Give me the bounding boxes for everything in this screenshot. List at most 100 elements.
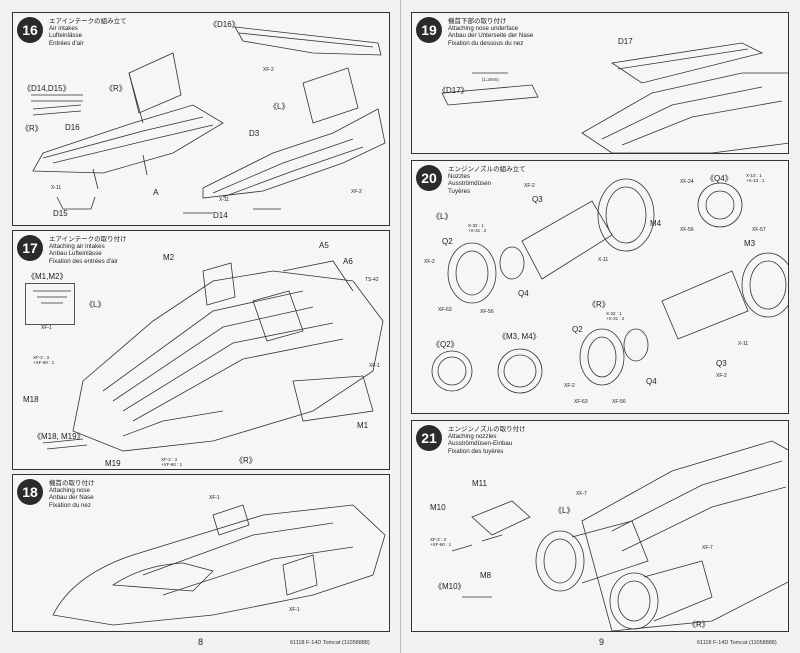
title-jp: 機首下部の取り付け [448, 18, 507, 25]
step-number-badge: 17 [17, 235, 43, 261]
nose-drawing [52, 504, 386, 626]
m1m2-inset [25, 283, 75, 325]
part-label-m1: M1 [357, 421, 369, 430]
nose-underside-drawing [441, 42, 788, 153]
part-label-d3: D3 [249, 129, 260, 138]
title-jp: エアインテークの取り付け [49, 236, 127, 243]
paint-label: XF-1 [209, 495, 220, 501]
part-label-d15: D15 [53, 209, 68, 218]
nozzle-install-drawing [451, 440, 788, 631]
title-en: Attaching nozzles [448, 433, 497, 441]
paint-label: XF-2 [564, 383, 575, 389]
paint-label: XF-56 [680, 227, 694, 233]
page-code: 61118 F-14D Tomcat (11058888) [290, 640, 370, 646]
paint-label: XF-1 [369, 363, 380, 369]
paint-mix-label: X-32 : 1 +X-31 : 2 [606, 311, 625, 321]
part-label-q3a: Q3 [532, 195, 543, 204]
title-de: Anbau Lufteinlässe [49, 250, 102, 258]
paint-label: XF-1 [289, 607, 300, 613]
title-de: Ausströmdüsen-Einbau [448, 440, 513, 448]
paint-label: X-11 [219, 197, 230, 203]
paint-label: XF-1 [41, 325, 52, 331]
title-de: Lufteinlässe [49, 32, 83, 40]
paint-label: X-11 [738, 341, 749, 347]
part-label-m8: M8 [480, 571, 492, 580]
step-titles: 機首下部の取り付け Attaching nose underface Anbau… [448, 18, 533, 47]
part-label-a: A [153, 187, 159, 197]
step-titles: 機首の取り付け Attaching nose Anbau der Nase Fi… [49, 480, 95, 509]
paint-label: X-11 [51, 185, 62, 191]
part-label-q4b: Q4 [646, 377, 657, 386]
title-fr: Fixation des entrées d'air [49, 257, 118, 265]
title-de: Ausströmdüsen [448, 180, 491, 188]
part-label-m1m2: 《M1,M2》 [27, 272, 68, 281]
paint-label: TS-42 [365, 277, 379, 283]
title-en: Attaching nose underface [448, 25, 519, 33]
part-label-q3b: Q3 [716, 359, 727, 368]
left-page: 16 エアインテークの組み立て Air intakes Lufteinlässe… [12, 12, 390, 647]
step-21-panel: 21 エンジンノズルの取り付け Attaching nozzles Ausstr… [411, 420, 789, 632]
paint-mix-label: XF-2 : 3 +XF-60 : 1 [161, 457, 183, 467]
paint-mix-label: X-10 : 1 +X-13 : 1 [746, 173, 765, 183]
nozzle-assembly-drawing [431, 178, 788, 394]
step-titles: エアインテークの組み立て Air intakes Lufteinlässe En… [49, 18, 127, 47]
paint-label: XF-2 [524, 183, 535, 189]
paint-label: XF-2 [351, 189, 362, 195]
part-label-m18: M18 [23, 395, 39, 404]
step-17-panel: 17 エアインテークの取り付け Attaching air intakes An… [12, 230, 390, 470]
title-fr: Tuyères [448, 187, 471, 195]
part-label-q2p: 《Q2》 [432, 340, 459, 349]
title-de: Anbau der Nase [49, 494, 94, 502]
part-label-m2: M2 [163, 253, 175, 262]
step-16-panel: 16 エアインテークの組み立て Air intakes Lufteinlässe… [12, 12, 390, 226]
title-jp: エアインテークの組み立て [49, 18, 127, 25]
paint-label: XF-2 [424, 259, 435, 265]
title-jp: エンジンノズルの組み立て [448, 166, 526, 173]
part-label-q4p: 《Q4》 [706, 174, 733, 183]
title-en: Nozzles [448, 173, 471, 181]
part-label-q2a: Q2 [442, 237, 453, 246]
title-fr: Fixation du nez [49, 501, 91, 509]
step-titles: エンジンノズルの組み立て Nozzles Ausströmdüsen Tuyèr… [448, 166, 526, 195]
part-label-d17: D17 [618, 37, 633, 46]
part-label-m10p: 《M10》 [434, 582, 466, 591]
step-number-badge: 16 [17, 17, 43, 43]
paint-mix-label: XF-2 : 3 +XF-60 : 1 [430, 537, 452, 547]
step-titles: エンジンノズルの取り付け Attaching nozzles Ausströmd… [448, 426, 526, 455]
paint-label: XF-56 [480, 309, 494, 315]
paint-mix-label: XF-2 : 3 +XF-60 : 1 [33, 355, 55, 365]
title-de: Anbau der Unterseite der Nase [448, 32, 534, 40]
part-label-l: 《L》 [269, 102, 290, 111]
part-label-l: 《L》 [432, 212, 453, 221]
part-label-m19: M19 [105, 459, 121, 468]
title-fr: Fixation des tuyères [448, 447, 504, 455]
paint-label: XF-63 [574, 399, 588, 405]
paint-label: XF-2 [716, 373, 727, 379]
paint-label: X-11 [598, 257, 609, 263]
step-number-badge: 19 [416, 17, 442, 43]
part-label-m11: M11 [472, 479, 487, 488]
part-label-d14: D14 [213, 211, 228, 220]
paint-mix-label: X-32 : 1 +X-31 : 2 [468, 223, 487, 233]
part-label-q2b: Q2 [572, 325, 583, 334]
part-label-r: 《R》 [235, 456, 257, 465]
part-label-r: 《R》 [105, 84, 127, 93]
part-label-d16: D16 [65, 123, 80, 132]
part-label-l: 《L》 [554, 506, 575, 515]
part-label-m3m4: 《M3, M4》 [498, 332, 541, 341]
part-label-a5: A5 [319, 241, 329, 250]
part-label-m18m19: 《M18, M19》 [33, 432, 85, 441]
title-fr: Entrées d'air [49, 39, 84, 47]
step-titles: エアインテークの取り付け Attaching air intakes Anbau… [49, 236, 127, 265]
part-label-a6: A6 [343, 257, 353, 266]
part-label-r: 《R》 [588, 300, 610, 309]
intake-assembly-drawing [31, 26, 386, 214]
part-label-r: 《R》 [688, 620, 710, 629]
title-en: Attaching nose [49, 487, 90, 495]
part-label-rr: 《R》 [21, 124, 43, 133]
part-label-m3: M3 [744, 239, 756, 248]
paint-label: XF-63 [438, 307, 452, 313]
part-label-m4: M4 [650, 219, 662, 228]
page-number: 9 [599, 637, 605, 647]
title-jp: エンジンノズルの取り付け [448, 426, 526, 433]
